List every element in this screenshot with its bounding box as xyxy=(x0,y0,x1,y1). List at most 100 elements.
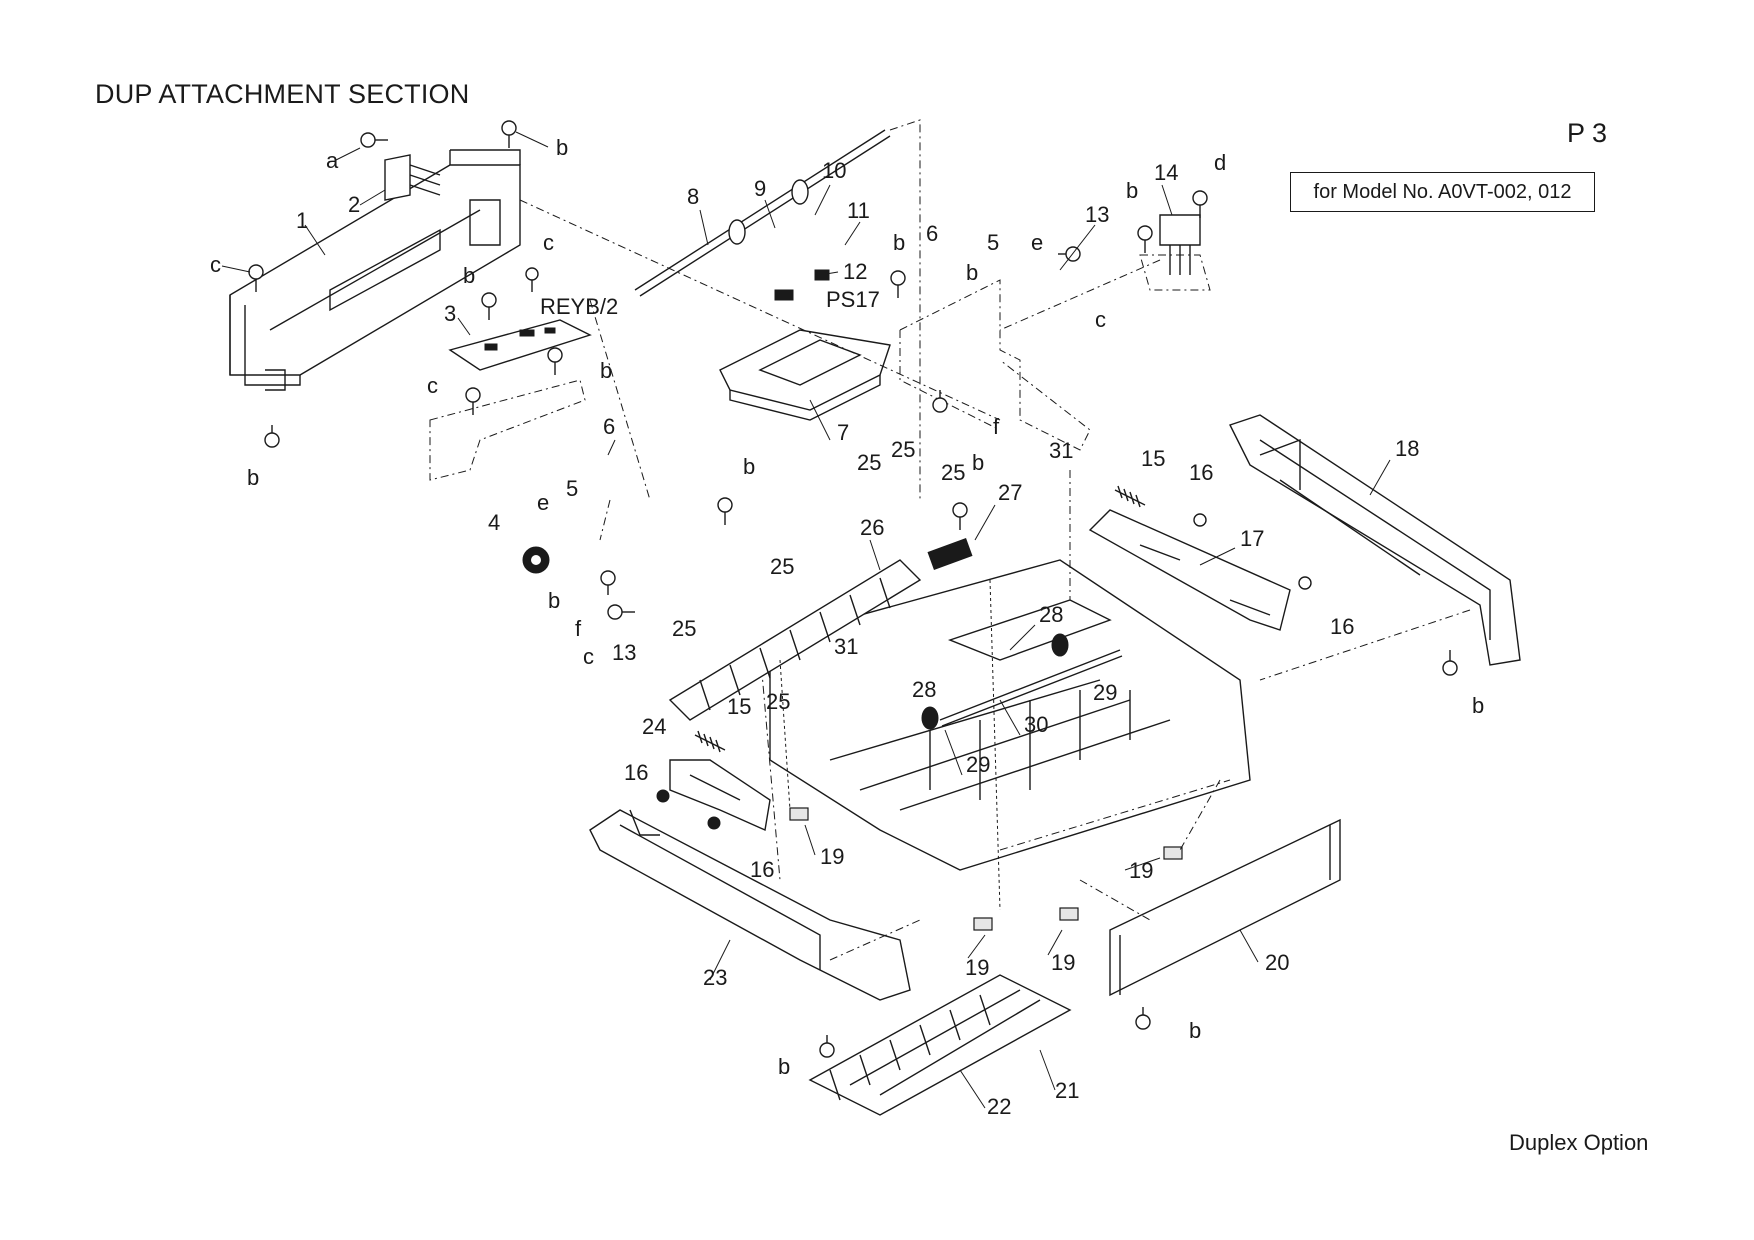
part-2-switch xyxy=(384,154,441,201)
page-title: DUP ATTACHMENT SECTION xyxy=(95,79,470,109)
callout-label: REYB/2 xyxy=(540,294,618,319)
callout-label: 19 xyxy=(820,844,844,869)
callout-label: 8 xyxy=(687,184,699,209)
callout-label: 11 xyxy=(847,198,870,223)
part-26-guide xyxy=(668,559,922,721)
callout-label: 16 xyxy=(1330,614,1354,639)
callout-label: b xyxy=(548,588,560,613)
callout-label: 5 xyxy=(987,230,999,255)
callout-label: 19 xyxy=(965,955,989,980)
callout-label: b xyxy=(966,260,978,285)
callout-label: b xyxy=(600,358,612,383)
callout-label: 30 xyxy=(1024,712,1048,737)
callout-label: 3 xyxy=(444,301,456,326)
part-8-shaft xyxy=(634,129,891,297)
callout-label: a xyxy=(326,148,339,173)
part-24-plate xyxy=(669,759,771,832)
part-19-foot xyxy=(789,807,809,821)
callout-label: b xyxy=(1189,1018,1201,1043)
callout-label: 1 xyxy=(296,208,308,233)
callout-label: 9 xyxy=(754,176,766,201)
callout-label: 31 xyxy=(1049,438,1073,463)
callout-label: 6 xyxy=(603,414,615,439)
callout-label: 29 xyxy=(966,752,990,777)
model-number-box: for Model No. A0VT-002, 012 xyxy=(1290,172,1595,212)
footer-label: Duplex Option xyxy=(1509,1130,1649,1155)
callout-label: 18 xyxy=(1395,436,1419,461)
callout-label: 25 xyxy=(891,437,915,462)
callout-label: 2 xyxy=(348,192,360,217)
assembly-lines xyxy=(519,119,1471,961)
callout-label: 4 xyxy=(488,510,500,535)
part-16-washer xyxy=(707,816,721,830)
part-18-right-cover xyxy=(1229,414,1521,666)
leader-lines xyxy=(221,131,1391,1109)
part-16-washer xyxy=(1193,513,1207,527)
callout-label: f xyxy=(575,616,582,641)
callout-label: b xyxy=(893,230,905,255)
callout-label: 17 xyxy=(1240,526,1264,551)
callout-label: e xyxy=(1031,230,1043,255)
callout-label: c xyxy=(543,230,554,255)
callout-label: 24 xyxy=(642,714,666,739)
callout-label: 20 xyxy=(1265,950,1289,975)
part-20-side-panel xyxy=(1109,818,1341,997)
callout-label: 25 xyxy=(857,450,881,475)
part-3-board xyxy=(448,319,592,371)
callout-label: c xyxy=(1095,307,1106,332)
callout-label: 25 xyxy=(941,460,965,485)
part-19-foot xyxy=(1163,846,1183,860)
callout-label: 28 xyxy=(1039,602,1063,627)
callout-label: 14 xyxy=(1154,160,1178,185)
main-frame xyxy=(759,559,1251,881)
callout-label: d xyxy=(1214,150,1226,175)
part-19-foot xyxy=(1059,907,1079,921)
callout-label: 25 xyxy=(766,689,790,714)
callout-label: 22 xyxy=(987,1094,1011,1119)
part-16-washer xyxy=(656,789,670,803)
callout-label: e xyxy=(537,490,549,515)
part-23-left-cover xyxy=(589,809,911,1001)
callout-label: 6 xyxy=(926,221,938,246)
callout-label: 16 xyxy=(750,857,774,882)
part-30-shaft xyxy=(939,649,1123,727)
part-14-connector xyxy=(1139,214,1211,291)
callout-label: 26 xyxy=(860,515,884,540)
callout-label: 21 xyxy=(1055,1078,1079,1103)
callout-label: 19 xyxy=(1051,950,1075,975)
callout-label: 31 xyxy=(834,634,858,659)
callout-label: b xyxy=(1472,693,1484,718)
callout-label: 13 xyxy=(1085,202,1109,227)
part-4-gear xyxy=(522,546,550,574)
part-29-roller xyxy=(1051,633,1069,657)
part-1-bracket xyxy=(229,149,521,391)
page-number: P 3 xyxy=(1567,118,1608,148)
callout-label: f xyxy=(993,414,1000,439)
callout-label: 15 xyxy=(1141,446,1165,471)
callout-label: 10 xyxy=(822,158,846,183)
callout-label: 27 xyxy=(998,480,1022,505)
callout-label: 15 xyxy=(727,694,751,719)
part-19-foot xyxy=(973,917,993,931)
callout-label: 25 xyxy=(770,554,794,579)
callout-label: 25 xyxy=(672,616,696,641)
callout-label: b xyxy=(247,465,259,490)
callout-label: 5 xyxy=(566,476,578,501)
callout-label: 28 xyxy=(912,677,936,702)
callout-label: 19 xyxy=(1129,858,1153,883)
part-27-block xyxy=(927,538,973,570)
callout-label: 23 xyxy=(703,965,727,990)
part-15-spring xyxy=(694,485,1146,753)
callout-label: b xyxy=(463,263,475,288)
callout-label: c xyxy=(427,373,438,398)
callout-label: c xyxy=(583,644,594,669)
callout-label: b xyxy=(1126,178,1138,203)
part-29-roller xyxy=(921,706,939,730)
callout-label: b xyxy=(743,454,755,479)
part-21-22-tray xyxy=(808,974,1072,1116)
callout-label: 12 xyxy=(843,259,867,284)
callout-label: b xyxy=(778,1054,790,1079)
callout-label: 13 xyxy=(612,640,636,665)
part-16-washer xyxy=(1298,576,1312,590)
